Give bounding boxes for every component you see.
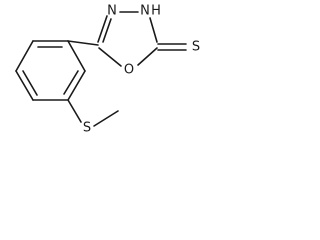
bond-aryl-s bbox=[67, 99, 82, 123]
atom-o1: O bbox=[124, 63, 134, 78]
bond-o1-c5 bbox=[98, 47, 122, 67]
benzene-bond-5-inner bbox=[63, 70, 79, 95]
bond-n3-c2 bbox=[149, 17, 158, 43]
bond-c2-o1 bbox=[137, 47, 158, 66]
atom-n3-hydrogen: H bbox=[151, 4, 161, 19]
methylthio-group bbox=[67, 99, 119, 127]
bond-s-methyl bbox=[93, 110, 119, 127]
atom-n4: N bbox=[107, 4, 117, 19]
benzene-bond-2 bbox=[15, 40, 34, 72]
benzene-bond-6 bbox=[67, 40, 86, 72]
bond-c5-n4 bbox=[97, 15, 108, 43]
oxadiazole-ring bbox=[97, 11, 187, 67]
benzene-bond-5 bbox=[67, 70, 86, 101]
atom-s-thione: S bbox=[192, 40, 200, 55]
chemical-structure: N N H O S S bbox=[15, 4, 200, 136]
bond-c5-aryl bbox=[67, 40, 99, 46]
bond-c5-n4-double bbox=[102, 18, 112, 43]
atom-n3: N bbox=[140, 4, 150, 19]
benzene-bond-3-inner bbox=[22, 70, 38, 96]
benzene-ring bbox=[15, 40, 99, 101]
atom-s-thioether: S bbox=[83, 121, 91, 136]
benzene-bond-3 bbox=[15, 70, 34, 101]
